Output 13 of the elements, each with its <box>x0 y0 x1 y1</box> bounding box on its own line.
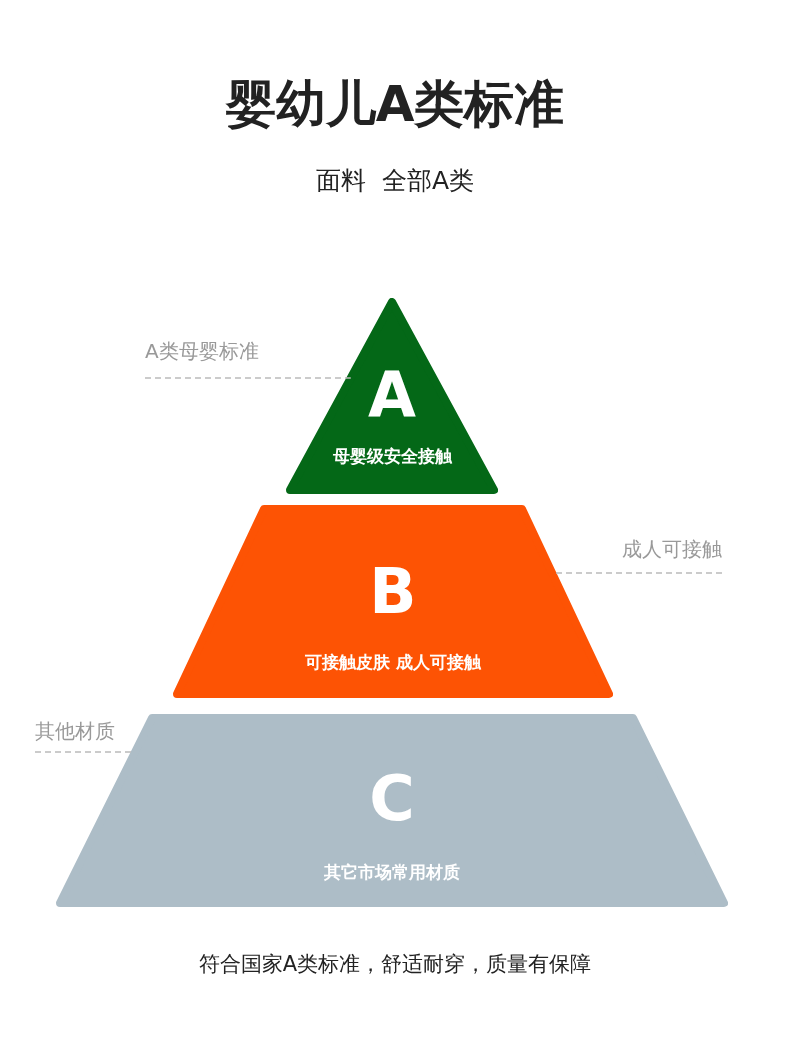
side-label: 其他材质 <box>35 718 115 745</box>
leader-line <box>144 377 352 379</box>
subtitle: 面料 全部A类 <box>316 165 474 197</box>
tier-letter: C <box>369 764 415 834</box>
title: 婴幼儿A类标准 <box>225 74 565 134</box>
tier-description: 可接触皮肤 成人可接触 <box>305 651 481 674</box>
caption: 符合国家A类标准，舒适耐穿，质量有保障 <box>198 951 592 978</box>
tier-description: 其它市场常用材质 <box>324 861 460 884</box>
tier-letter: B <box>369 557 417 627</box>
tier-description: 母婴级安全接触 <box>332 445 452 468</box>
side-label: 成人可接触 <box>622 536 722 563</box>
side-label: A类母婴标准 <box>145 338 259 365</box>
tier-letter: A <box>368 360 416 430</box>
